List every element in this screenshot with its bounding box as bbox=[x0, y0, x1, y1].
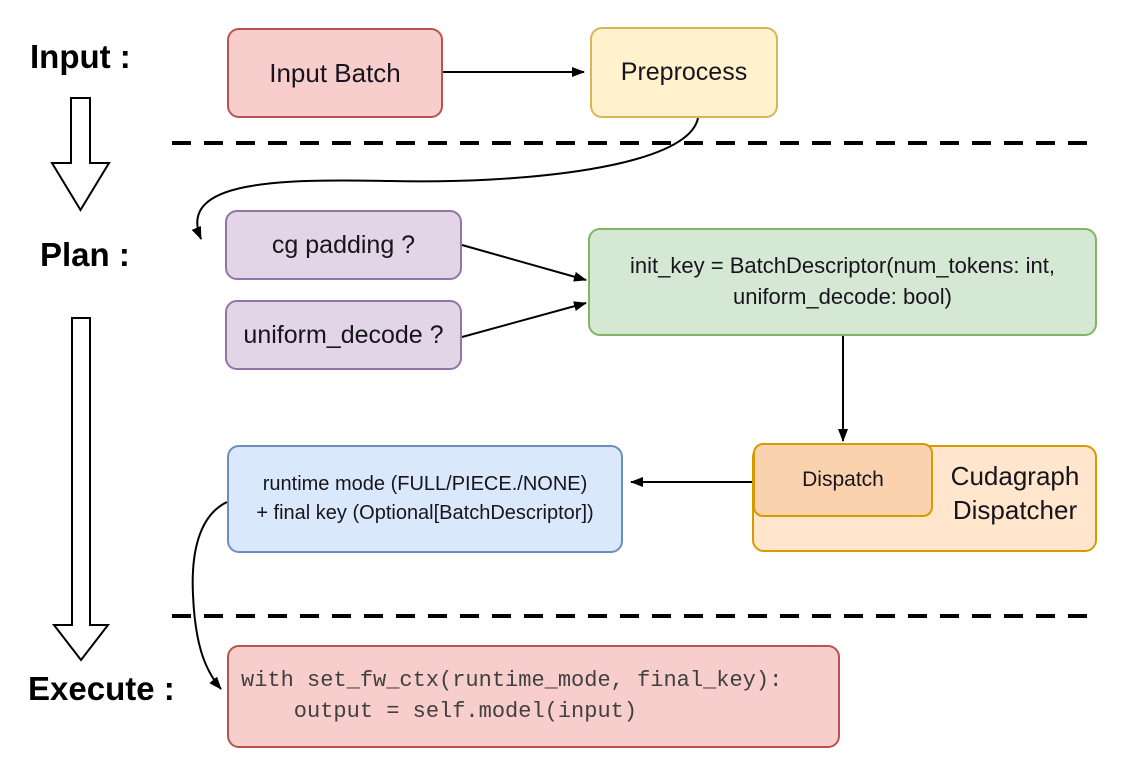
arrow-uniform-decode-to-init-key bbox=[461, 301, 587, 338]
uniform-decode-node: uniform_decode ? bbox=[225, 300, 462, 370]
code-line1: with set_fw_ctx(runtime_mode, final_key)… bbox=[241, 667, 783, 693]
arrow-runtime-to-execute-code bbox=[191, 501, 228, 690]
dispatch-label: Dispatch bbox=[802, 468, 884, 491]
stage-label-plan: Plan : bbox=[40, 236, 130, 273]
cudagraph-line1: Cudagraph bbox=[950, 461, 1080, 491]
stage-down-arrow-icon bbox=[50, 97, 111, 212]
cg-padding-label: cg padding ? bbox=[271, 230, 416, 259]
preprocess-label: Preprocess bbox=[620, 58, 748, 86]
cg-padding-node: cg padding ? bbox=[225, 210, 462, 280]
stage-label-input: Input : bbox=[30, 38, 131, 75]
uniform-decode-label: uniform_decode ? bbox=[243, 320, 444, 349]
arrow-cg-padding-to-init-key bbox=[461, 244, 587, 282]
code-line2: output = self.model(input) bbox=[241, 698, 638, 724]
input-batch-node: Input Batch bbox=[227, 28, 443, 118]
stage-label-execute: Execute : bbox=[28, 670, 175, 707]
stage-down-arrow-icon bbox=[51, 317, 111, 662]
execute-code-node: with set_fw_ctx(runtime_mode, final_key)… bbox=[227, 645, 840, 748]
init-key-node: init_key = BatchDescriptor(num_tokens: i… bbox=[588, 228, 1097, 336]
dispatch-node: Dispatch bbox=[753, 443, 933, 517]
runtime-mode-node: runtime mode (FULL/PIECE./NONE) + final … bbox=[227, 445, 623, 553]
input-batch-label: Input Batch bbox=[269, 57, 401, 88]
preprocess-node: Preprocess bbox=[590, 27, 778, 118]
runtime-line1: runtime mode (FULL/PIECE./NONE) bbox=[262, 473, 588, 495]
cudagraph-dispatcher-label: Cudagraph Dispatcher bbox=[933, 460, 1097, 528]
runtime-line2: + final key (Optional[BatchDescriptor]) bbox=[256, 502, 594, 524]
init-key-line1: init_key = BatchDescriptor(num_tokens: i… bbox=[630, 253, 1055, 279]
init-key-line2: uniform_decode: bool) bbox=[733, 284, 952, 309]
cudagraph-line2: Dispatcher bbox=[952, 494, 1078, 525]
